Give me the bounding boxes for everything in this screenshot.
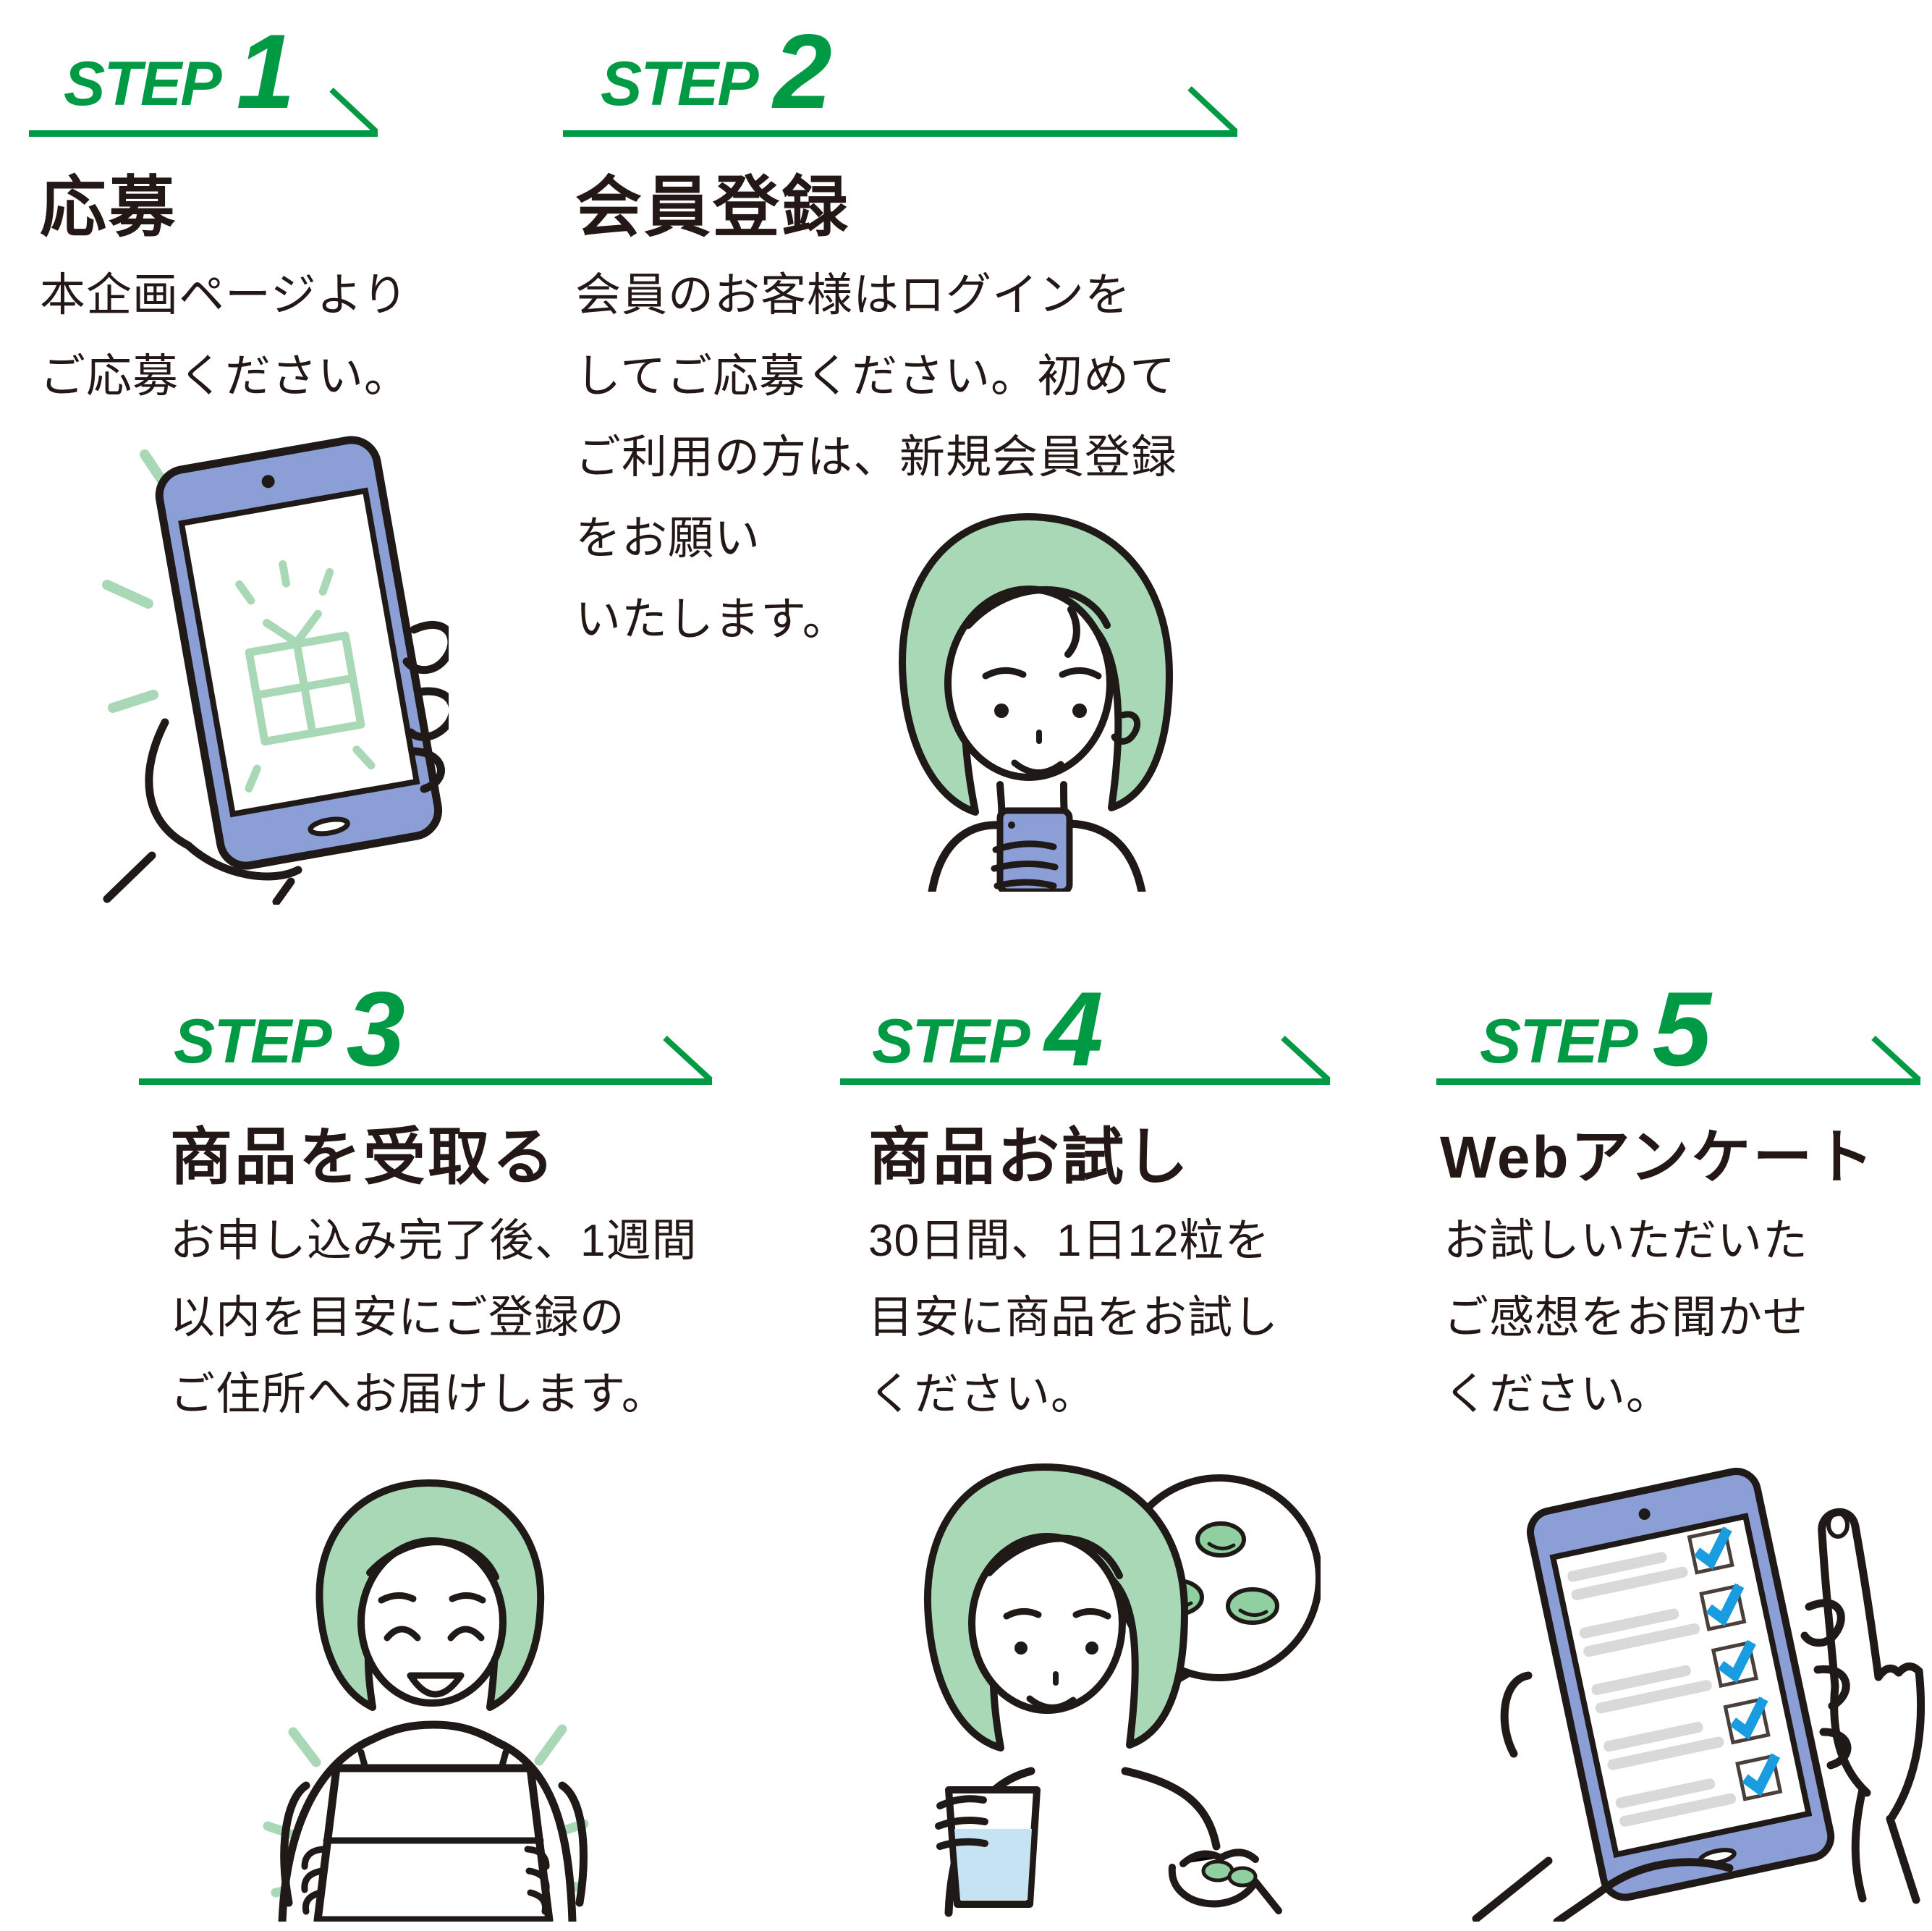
woman-smartphone-illustration <box>899 513 1173 892</box>
step-3-title: 商品を受取る <box>170 1123 556 1192</box>
holding-hand <box>103 621 449 905</box>
woman-trying-supplement-illustration <box>924 1463 1321 1917</box>
step-label: STEP <box>174 1007 332 1077</box>
body-line: 目安に商品をお試し <box>868 1293 1279 1343</box>
body-line: いたします。 <box>575 594 849 645</box>
step-2-underline-swoosh <box>563 86 1238 137</box>
body-line: ご感想をお聞かせ <box>1444 1293 1809 1343</box>
step-number: 4 <box>1044 970 1103 1088</box>
body-line: ください。 <box>1444 1369 1672 1419</box>
body-line: ください。 <box>868 1369 1097 1419</box>
face-features <box>366 1538 499 1641</box>
step-number: 2 <box>773 12 832 130</box>
face-features <box>986 1534 1123 1711</box>
step-1-body: 本企画ページより ご応募ください。 <box>40 255 410 417</box>
home-button-icon <box>308 816 350 837</box>
woman-receiving-box-illustration <box>263 1479 589 1922</box>
step-4-underline-swoosh <box>840 1036 1331 1085</box>
pointing-hand <box>1818 1508 1925 1904</box>
check-icon <box>1693 1526 1732 1570</box>
left-holding-hand <box>1472 1599 1852 1922</box>
camera-dot-icon <box>261 475 275 489</box>
step-3-underline-swoosh <box>139 1036 713 1085</box>
step-4-title: 商品お試し <box>868 1123 1190 1192</box>
step-2-title: 会員登録 <box>575 171 851 245</box>
step-5-body: お試しいただいた ご感想をお聞かせ ください。 <box>1444 1203 1808 1433</box>
body-line: 30日間、1日12粒を <box>868 1216 1271 1266</box>
body-line: 会員のお客様はログインを <box>575 270 1131 321</box>
step-5-underline-swoosh <box>1436 1036 1921 1085</box>
body-line: お申し込み完了後、1週間 <box>170 1216 698 1266</box>
step-3-body: お申し込み完了後、1週間 以内を目安にご登録の ご住所へお届けします。 <box>170 1203 697 1433</box>
gift-icon <box>235 560 376 793</box>
check-icon <box>1729 1697 1768 1740</box>
step-5-title: Webアンケート <box>1440 1125 1876 1191</box>
face <box>968 1533 1126 1714</box>
pill-hand <box>1168 1848 1282 1914</box>
arms-hands <box>280 1749 588 1915</box>
step-number: 3 <box>346 970 405 1088</box>
step-label: STEP <box>1480 1007 1638 1077</box>
body-line: 本企画ページより <box>40 270 409 321</box>
step-5-header: STEP 5 <box>1480 970 1711 1088</box>
body-line: お試しいただいた <box>1444 1216 1809 1266</box>
step-label: STEP <box>601 49 759 119</box>
step-label: STEP <box>64 49 222 119</box>
body-line: ご住所へお届けします。 <box>170 1369 667 1419</box>
smiling-mouth <box>407 1672 465 1698</box>
body-line: ご応募ください。 <box>40 351 410 402</box>
fingers <box>991 840 1059 890</box>
camera-dot-icon <box>1638 1508 1651 1520</box>
face-features <box>928 586 1146 892</box>
step-1-header: STEP 1 <box>64 12 295 130</box>
check-icon <box>1718 1639 1756 1683</box>
step-4-body: 30日間、1日12粒を 目安に商品をお試し ください。 <box>868 1203 1279 1433</box>
water <box>954 1829 1032 1900</box>
step-number: 5 <box>1652 970 1711 1088</box>
step-4-header: STEP 4 <box>872 970 1103 1088</box>
step-label: STEP <box>872 1007 1030 1077</box>
check-icon <box>1706 1583 1745 1627</box>
body-line: してご応募ください。初めて <box>575 351 1177 402</box>
hand-smartphone-gift-illustration <box>102 436 449 905</box>
step-1-underline-swoosh <box>29 88 378 137</box>
web-survey-tablet-illustration <box>1472 1467 1925 1922</box>
body-line: ご利用の方は、新規会員登録 <box>575 432 1177 483</box>
step-3-header: STEP 3 <box>174 970 405 1088</box>
checklist <box>1567 1526 1783 1827</box>
step-1-title: 応募 <box>40 171 178 245</box>
step-2-header: STEP 2 <box>601 12 832 130</box>
body-line: 以内を目安にご登録の <box>170 1293 625 1343</box>
step-2-body: 会員のお客様はログインを してご応募ください。初めて ご利用の方は、新規会員登録… <box>575 255 1177 660</box>
delivery-box <box>313 1764 554 1922</box>
step-number: 1 <box>236 12 295 130</box>
camera-dot-icon <box>1008 821 1015 829</box>
check-icon <box>1742 1753 1781 1796</box>
glass-holding-fingers <box>935 1795 988 1850</box>
body-line: をお願い <box>575 513 760 564</box>
